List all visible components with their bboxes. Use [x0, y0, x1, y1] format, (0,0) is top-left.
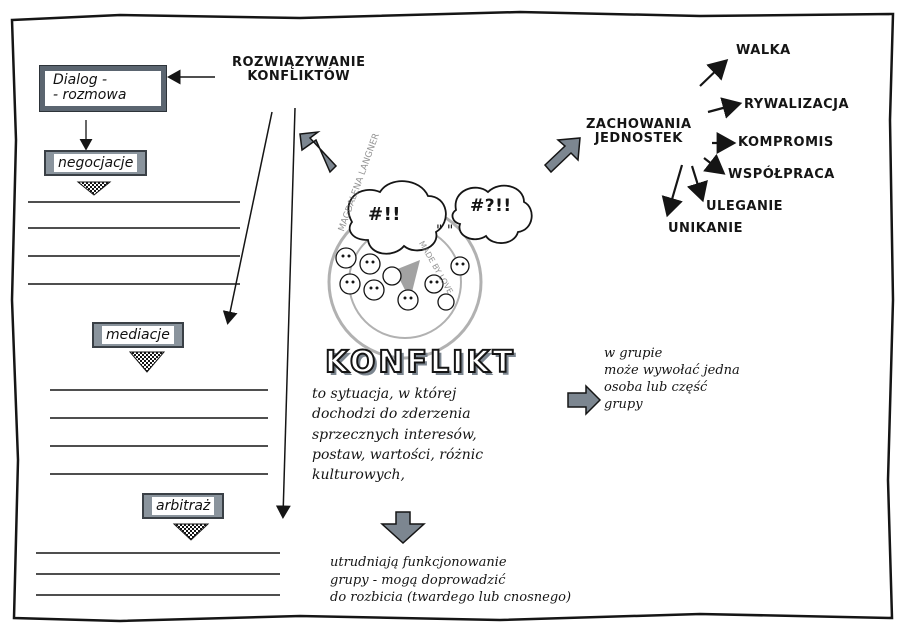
bubble-left-text: #!! [368, 204, 401, 225]
zachowania-jednostek-label: ZACHOWANIA JEDNOSTEK [586, 117, 692, 146]
lines-arbitraz [36, 552, 280, 596]
behaviour-rywalizacja: RYWALIZACJA [744, 97, 850, 112]
arbitraz-label: arbitraż [152, 497, 215, 515]
dialog-box: Dialog - - rozmowa [40, 66, 166, 111]
big-arrow-down [380, 511, 426, 545]
bubble-right-text: #?!! [470, 196, 512, 216]
lines-mediacje [50, 389, 268, 475]
bubble-separator: " " [436, 223, 454, 239]
angry-faces [335, 247, 470, 311]
big-arrow-right [567, 384, 602, 416]
rozwiazywanie-konfliktow-label: ROZWIĄZYWANIE KONFLIKTÓW [232, 55, 366, 84]
bubble-left-shape [347, 180, 447, 255]
mediacje-label: mediacje [102, 326, 174, 344]
behaviour-unikanie: UNIKANIE [668, 221, 744, 236]
hatch-arrow-arbitraz [172, 523, 210, 541]
konflikt-definition: to sytuacja, w której dochodzi do zderze… [312, 386, 484, 484]
group-note: w grupie może wywołać jedna osoba lub cz… [604, 346, 740, 412]
arrow-to-mediacje [222, 111, 273, 325]
konflikt-title: KONFLIKT [324, 344, 516, 381]
arrow-to-arbitraz [275, 107, 296, 519]
negocjacje-tag: negocjacje [44, 150, 148, 176]
behaviour-wspolpraca: WSPÓŁPRACA [728, 167, 835, 182]
lines-negocjacje [28, 201, 240, 285]
arbitraz-tag: arbitraż [142, 493, 225, 519]
behaviour-uleganie: ULEGANIE [706, 199, 784, 214]
behaviour-kompromis: KOMPROMIS [738, 135, 834, 150]
hatch-arrow-negocjacje [76, 181, 112, 196]
behaviour-walka: WALKA [736, 43, 791, 58]
big-arrow-up-left [299, 130, 338, 174]
mediacje-tag: mediacje [92, 322, 184, 348]
hatch-arrow-mediacje [128, 351, 166, 373]
bubble-right-shape [451, 184, 533, 244]
negocjacje-label: negocjacje [54, 154, 138, 172]
konflikt-consequence: utrudniają funkcjonowanie grupy - mogą d… [330, 555, 572, 606]
behaviour-arrows [661, 58, 743, 218]
paper-border [10, 10, 895, 623]
angry-faces-features [341, 254, 465, 300]
big-arrow-up-right [543, 137, 581, 174]
